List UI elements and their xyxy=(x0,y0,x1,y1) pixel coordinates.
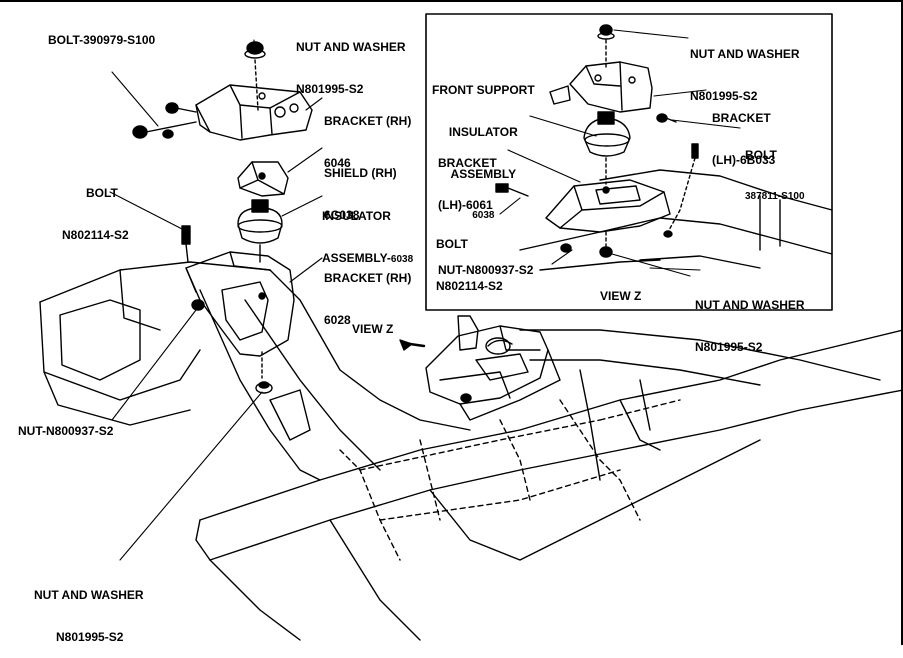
inset-label-front-support-line3: ASSEMBLY xyxy=(450,167,517,181)
inset-label-bolt-387811-line1: BOLT xyxy=(745,148,777,162)
inset-label-bracket-lh-6b033-line2: (LH)-6B033 xyxy=(712,153,776,167)
inset-label-view-z: VIEW Z xyxy=(600,289,642,303)
label-nut-washer-bottom: NUT AND WASHER N801995-S2 xyxy=(34,560,144,658)
lh-mount-main xyxy=(425,315,561,421)
label-insulator-number: 6038 xyxy=(390,254,414,265)
label-shield-rh-line2: 6C038 xyxy=(324,208,360,222)
label-bolt-n802114: BOLT N802114-S2 xyxy=(62,158,129,256)
inset-label-bracket-lh-6061-line1: BRACKET xyxy=(438,156,497,170)
shield-rh-6c038 xyxy=(237,161,289,197)
label-bracket-rh-6028-line1: BRACKET (RH) xyxy=(324,271,412,285)
inset-bracket-lh-6061 xyxy=(545,179,671,233)
inset-label-bolt-line1: BOLT xyxy=(436,237,468,251)
label-bracket-rh-6028-line2: 6028 xyxy=(324,313,351,327)
label-insulator-line1: INSULATOR xyxy=(322,209,391,223)
bolts-upper-left xyxy=(132,102,197,139)
hidden-lines xyxy=(339,399,681,561)
label-nut-washer-top-line1: NUT AND WASHER xyxy=(296,40,406,54)
inset-insulator-6038 xyxy=(583,111,631,185)
inset-label-nut-washer-bottom: NUT AND WASHER N801995-S2 xyxy=(695,270,805,368)
insulator-assembly-rh xyxy=(237,199,283,263)
label-bolt-n802114-line1: BOLT xyxy=(86,186,118,200)
inset-label-nut-washer-top-line1: NUT AND WASHER xyxy=(690,47,800,61)
inset-label-front-support-line1: FRONT SUPPORT xyxy=(432,83,535,97)
bracket-rh-6046 xyxy=(195,84,313,141)
frame-rail-left xyxy=(39,261,471,481)
inset-label-nut-washer-bottom-line1: NUT AND WASHER xyxy=(695,298,805,312)
inset-bracket-lh-6b033 xyxy=(549,61,653,113)
inset-label-bolt-line2: N802114-S2 xyxy=(436,279,503,293)
inset-bolt-n802114 xyxy=(495,183,529,197)
inset-vertical-bolt xyxy=(663,143,699,238)
view-z-arrow xyxy=(399,339,426,351)
inset-label-nut-washer-top: NUT AND WASHER N801995-S2 xyxy=(690,19,800,117)
label-nut-n800937: NUT-N800937-S2 xyxy=(18,424,114,438)
label-insulator-line2: ASSEMBLY-6038 xyxy=(322,251,413,267)
label-nut-washer-top-line2: N801995-S2 xyxy=(296,82,364,96)
label-insulator-assembly: INSULATOR ASSEMBLY-6038 xyxy=(322,181,413,281)
inset-label-front-support-line4: 6038 xyxy=(472,210,495,221)
frame-crossmember xyxy=(195,329,903,641)
inset-label-bracket-lh-6061-line2: (LH)-6061 xyxy=(438,198,493,212)
nut-n800937-left xyxy=(191,299,205,311)
inset-bolt-387811 xyxy=(656,113,677,123)
inset-label-bracket-lh-6061: BRACKET (LH)-6061 xyxy=(438,128,497,226)
label-bolt-390979: BOLT-390979-S100 xyxy=(48,33,156,47)
inset-label-nut-washer-top-line2: N801995-S2 xyxy=(690,89,758,103)
label-nut-washer-bottom-line2: N801995-S2 xyxy=(56,630,124,644)
nut-washer-top xyxy=(244,41,266,111)
inset-label-nut-washer-bottom-line2: N801995-S2 xyxy=(695,340,763,354)
label-view-z-arrow: VIEW Z xyxy=(352,322,394,336)
inset-nut-washer-bottom xyxy=(599,231,613,258)
top-border xyxy=(0,0,903,2)
right-border xyxy=(901,0,903,645)
label-insulator-assembly-word: ASSEMBLY- xyxy=(322,251,391,265)
nut-washer-bottom xyxy=(255,381,273,394)
label-bracket-rh-6046: BRACKET (RH) 6046 xyxy=(324,86,411,184)
label-nut-washer-top: NUT AND WASHER N801995-S2 xyxy=(296,12,406,110)
label-shield-rh: SHIELD (RH) 6C038 xyxy=(324,138,397,236)
label-bolt-n802114-line2: N802114-S2 xyxy=(62,228,129,242)
inset-label-front-support: FRONT SUPPORT INSULATOR ASSEMBLY 6038 xyxy=(432,55,535,237)
inset-label-bolt-n802114: BOLT N802114-S2 xyxy=(436,209,503,307)
leader-lines-inset xyxy=(499,29,741,277)
label-nut-washer-bottom-line1: NUT AND WASHER xyxy=(34,588,144,602)
label-shield-rh-line1: SHIELD (RH) xyxy=(324,166,397,180)
frame-rail-right xyxy=(519,329,881,481)
inset-label-bracket-lh-6b033-line1: BRACKET xyxy=(712,111,771,125)
label-bracket-rh-6046-line1: BRACKET (RH) xyxy=(324,114,412,128)
label-bracket-rh-6046-line2: 6046 xyxy=(324,156,351,170)
inset-label-nut-n800937: NUT-N800937-S2 xyxy=(438,263,534,277)
inset-nut-washer-top xyxy=(597,24,615,71)
bolt-n802114-left xyxy=(181,225,191,263)
label-bracket-rh-6028: BRACKET (RH) 6028 xyxy=(324,243,411,341)
inset-label-bracket-lh-6b033: BRACKET (LH)-6B033 xyxy=(712,83,775,181)
inset-nut-n800937 xyxy=(560,243,572,253)
bracket-rh-6028 xyxy=(185,251,295,379)
inset-label-bolt-387811: BOLT 387811-S100 xyxy=(745,120,805,218)
leader-lines-main xyxy=(109,39,323,561)
inset-label-front-support-line2: INSULATOR xyxy=(448,125,518,139)
inset-label-bolt-387811-line2: 387811-S100 xyxy=(745,191,805,202)
